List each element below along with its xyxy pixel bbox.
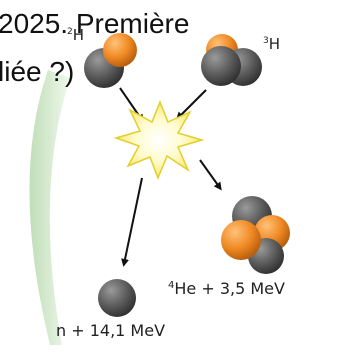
free-neutron	[98, 279, 136, 317]
tritium-label: 3H	[263, 35, 280, 53]
overlay-text-line-1: 2025. Première	[0, 8, 190, 39]
deuterium-nucleus	[84, 33, 137, 88]
backdrop-arc	[29, 70, 70, 345]
helium-nucleus	[221, 196, 290, 274]
neutron-label: n + 14,1 MeV	[56, 321, 165, 340]
overlay-text-line-2: liée ?)	[0, 56, 75, 87]
deuterium-label: 2H	[67, 26, 84, 44]
arrow-out-helium	[199, 159, 222, 191]
proton-particle	[103, 33, 137, 67]
arrow-out-neutron	[121, 177, 143, 267]
reaction-flash	[113, 99, 205, 181]
proton-particle	[221, 220, 261, 260]
neutron-particle	[201, 46, 241, 86]
helium-label: 4He + 3,5 MeV	[168, 279, 285, 298]
arrow-in-right	[175, 89, 207, 121]
tritium-nucleus	[201, 34, 262, 86]
